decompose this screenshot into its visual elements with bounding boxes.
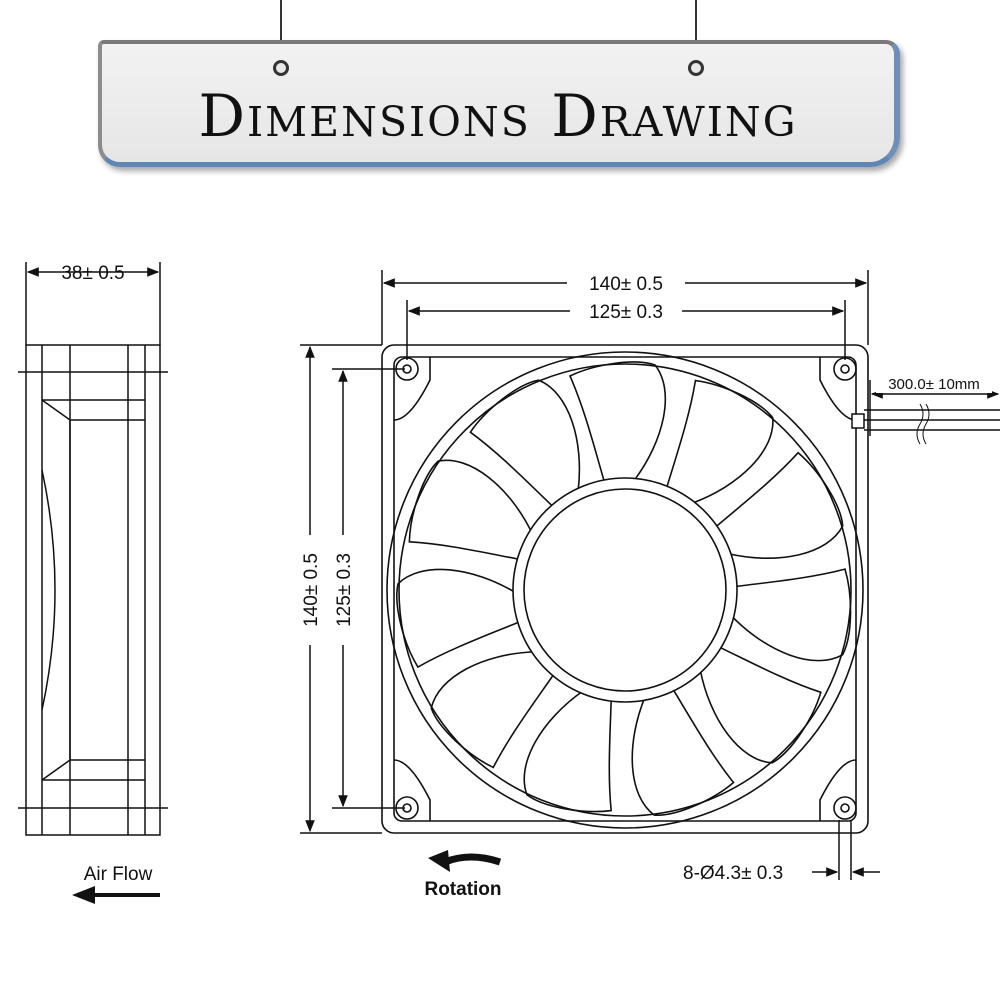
mounting-hole-top-left — [395, 357, 419, 381]
banner-plate: Dimensions Drawing — [98, 40, 900, 167]
rotation-arrow-icon — [428, 850, 502, 872]
side-view — [18, 262, 168, 836]
mounting-hole-top-right — [833, 357, 857, 381]
hole-spacing-height-label-bg — [330, 535, 356, 645]
airflow-label: Air Flow — [84, 864, 153, 885]
airflow-arrow-icon — [72, 886, 160, 904]
fan-frame — [381, 344, 869, 834]
title-banner: Dimensions Drawing — [0, 0, 1000, 175]
mounting-hole-bottom-right — [833, 796, 857, 820]
banner-hanger-left — [280, 0, 282, 64]
banner-peg-right — [688, 60, 704, 76]
hole-diameter-callout — [812, 820, 880, 880]
hole-spacing-width-label-bg — [570, 298, 682, 324]
banner-peg-left — [273, 60, 289, 76]
cable-length-label-bg — [876, 373, 992, 393]
outer-width-label-bg — [567, 270, 685, 296]
mounting-hole-bottom-left — [395, 796, 419, 820]
hole-spacing-height-label: 125± 0.3 — [334, 553, 355, 627]
cable-length-label: 300.0± 10mm — [888, 376, 980, 393]
fan-blades — [393, 361, 860, 825]
hole-diameter-label: 8-Ø4.3± 0.3 — [683, 863, 783, 884]
banner-hanger-right — [695, 0, 697, 64]
fan-shroud-ring — [386, 351, 864, 829]
depth-label: 38± 0.5 — [61, 263, 124, 284]
outer-height-label-bg — [297, 535, 323, 645]
fan-side-body — [25, 344, 161, 836]
page-title: Dimensions Drawing — [198, 82, 798, 150]
rotation-label: Rotation — [424, 879, 501, 900]
fan-front-view — [381, 344, 869, 834]
outer-width-label: 140± 0.5 — [589, 274, 663, 295]
hole-spacing-width-label: 125± 0.3 — [589, 302, 663, 323]
outer-height-label: 140± 0.5 — [301, 553, 322, 627]
fan-cable — [851, 380, 1000, 445]
